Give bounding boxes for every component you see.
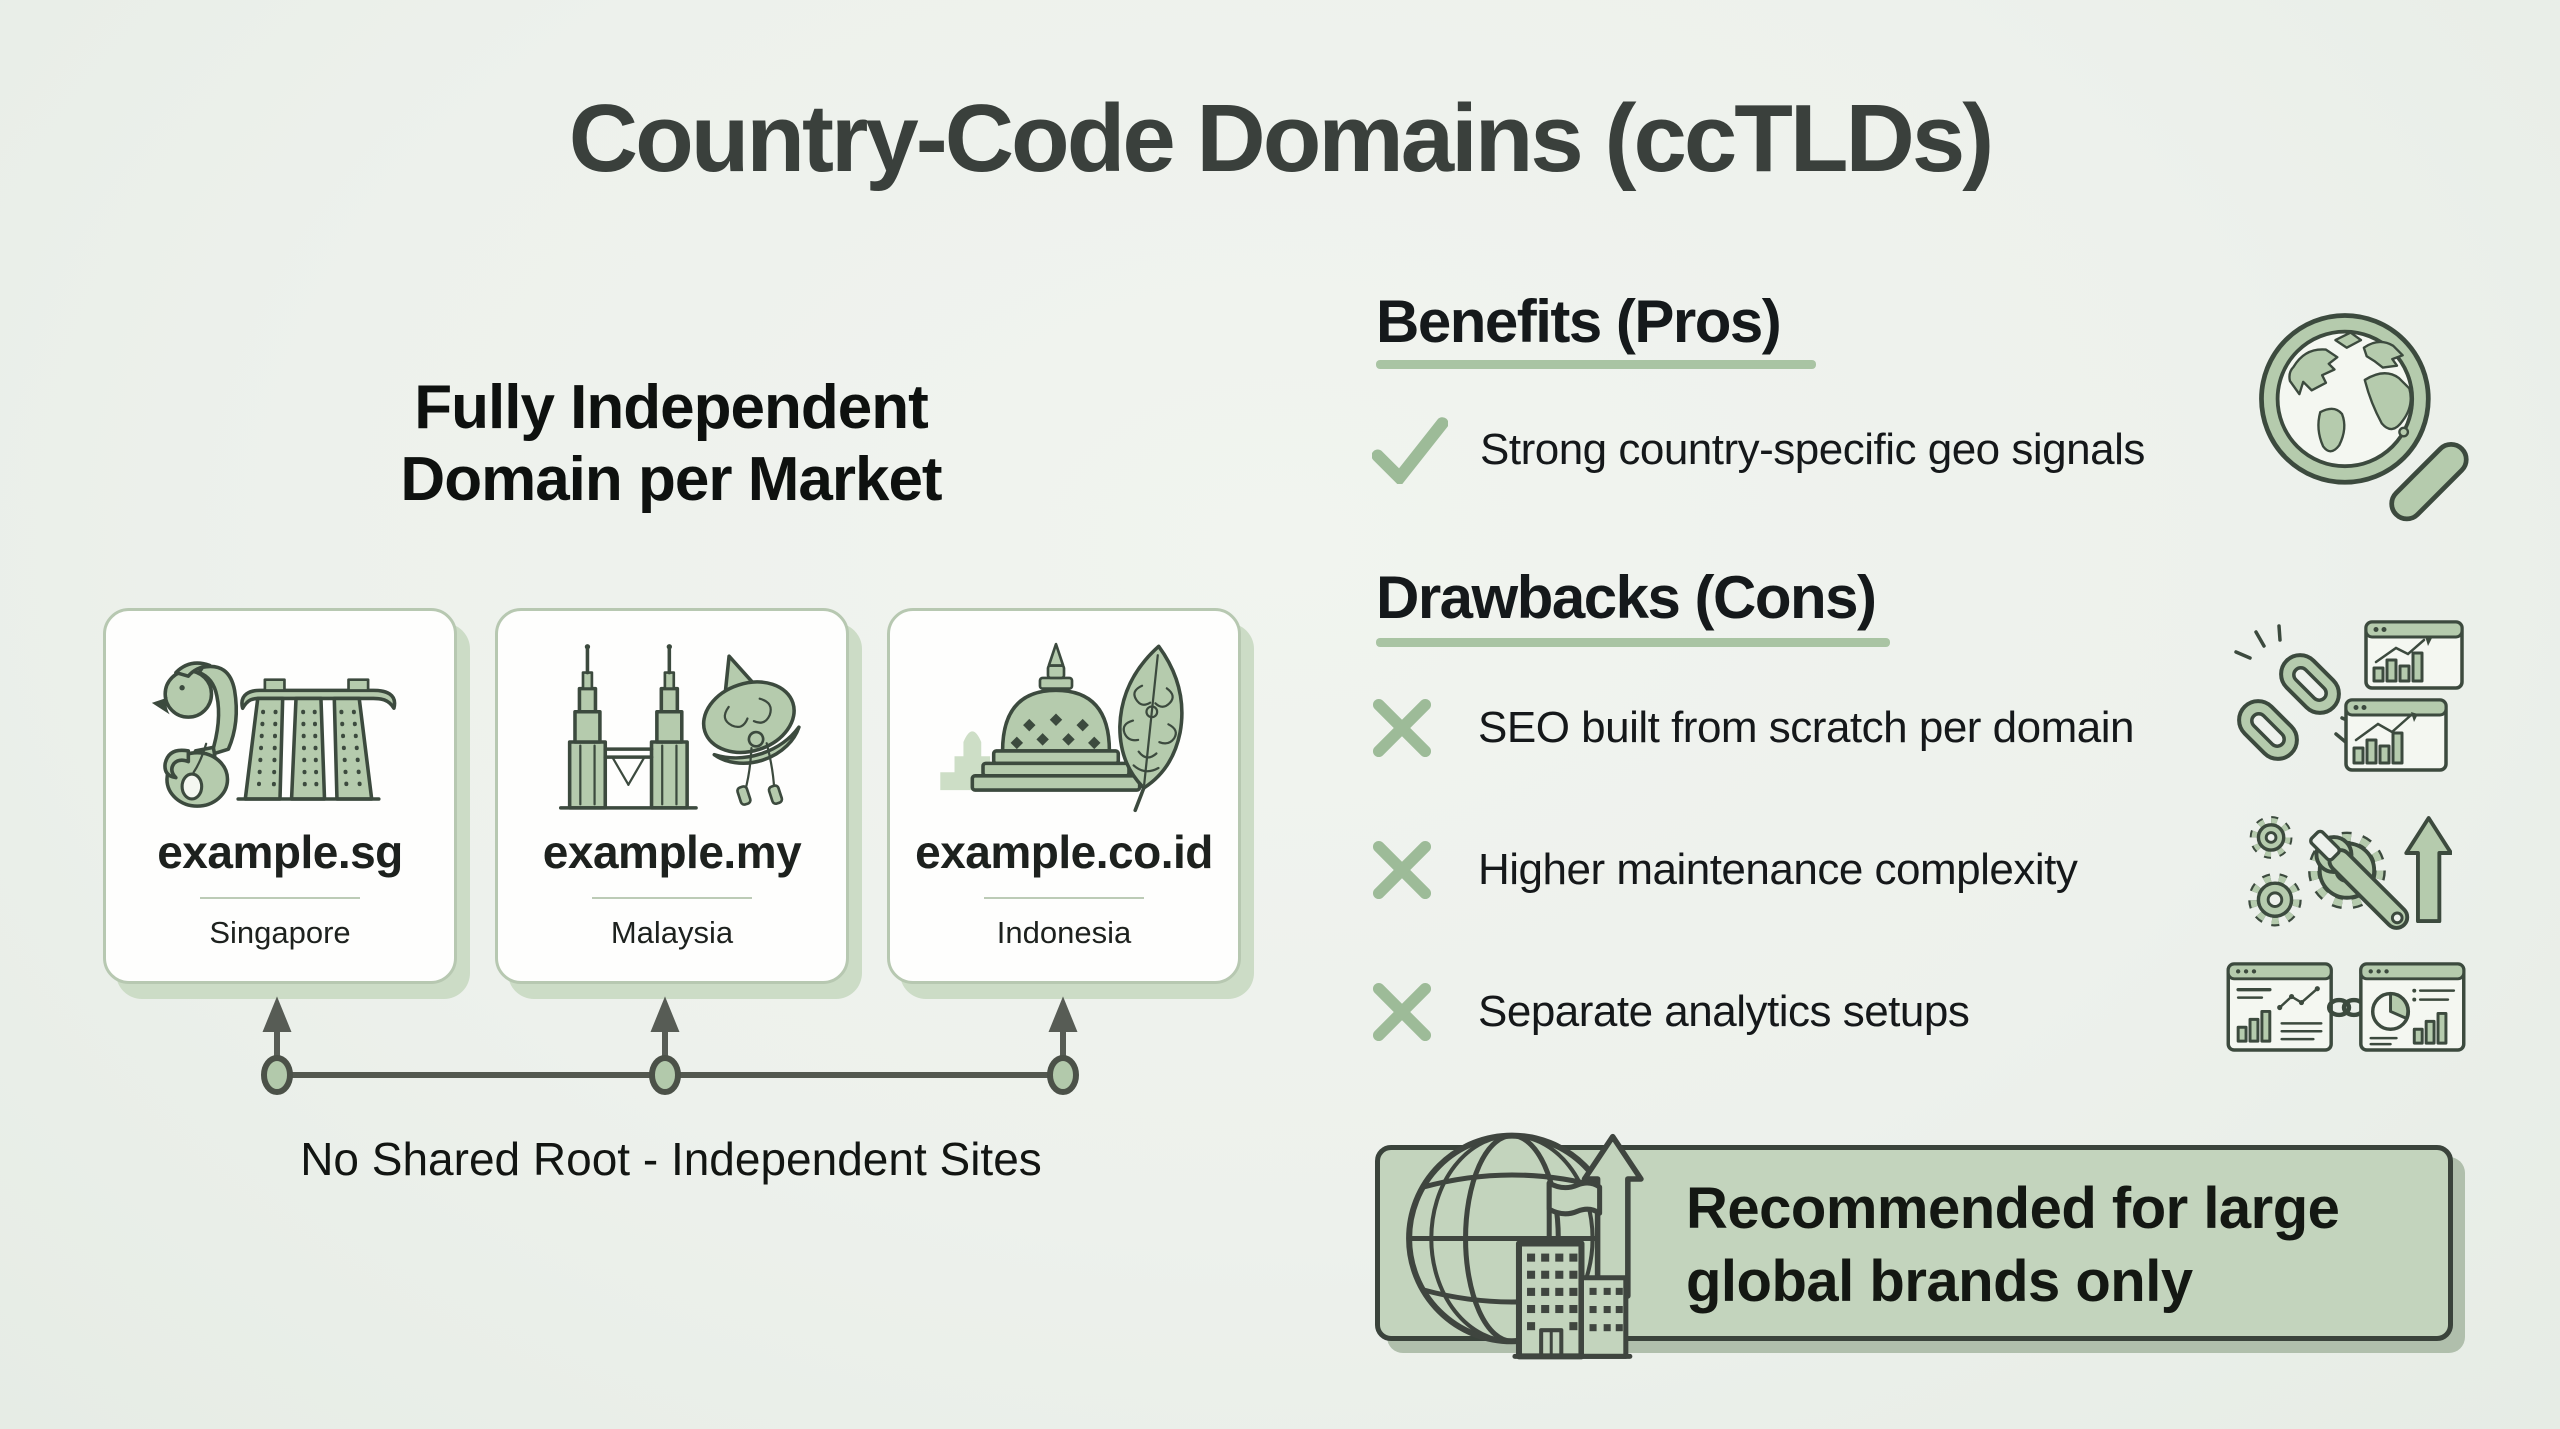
- drawback-item: Higher maintenance complexity: [1372, 840, 2078, 900]
- drawback-text: SEO built from scratch per domain: [1478, 703, 2134, 752]
- domain-label: example.co.id: [915, 826, 1213, 878]
- borobudur-gunungan-icon: [914, 637, 1214, 815]
- domain-card-indonesia: example.co.id Indonesia: [887, 608, 1241, 984]
- domain-label: example.sg: [157, 826, 403, 878]
- country-label: Indonesia: [996, 915, 1132, 950]
- globe-magnifier-icon: [2259, 313, 2469, 522]
- drawbacks-heading: Drawbacks (Cons): [1376, 564, 1877, 631]
- cross-icon: [1372, 840, 1432, 900]
- separate-analytics-windows-icon: [2226, 962, 2466, 1052]
- global-brand-globe-buildings-icon: [1406, 1132, 1644, 1360]
- benefit-text: Strong country-specific geo signals: [1480, 425, 2145, 474]
- domain-card-singapore: example.sg Singapore: [103, 608, 457, 984]
- broken-link-seo-charts-icon: [2234, 620, 2464, 772]
- drawbacks-underline: [1376, 638, 1890, 647]
- drawback-item: Separate analytics setups: [1372, 982, 1970, 1042]
- domain-cards-row: example.sg Singapore: [103, 608, 1241, 984]
- left-heading-line2: Domain per Market: [400, 444, 942, 514]
- petronas-towers-wau-kite-icon: [522, 637, 822, 815]
- benefits-heading: Benefits (Pros): [1376, 288, 1782, 355]
- no-shared-root-connector: [261, 996, 1079, 1095]
- country-label: Malaysia: [610, 915, 734, 950]
- connector-caption: No Shared Root - Independent Sites: [300, 1133, 1042, 1185]
- benefit-item: Strong country-specific geo signals: [1372, 415, 2145, 485]
- drawback-item: SEO built from scratch per domain: [1372, 698, 2134, 758]
- merlion-marina-bay-sands-icon: [130, 637, 430, 815]
- cross-icon: [1372, 698, 1432, 758]
- domain-card-malaysia: example.my Malaysia: [495, 608, 849, 984]
- check-icon: [1372, 417, 1448, 484]
- left-heading-line1: Fully Independent: [414, 373, 928, 442]
- drawback-text: Separate analytics setups: [1478, 987, 1970, 1036]
- divider: [592, 897, 752, 899]
- gears-wrench-growth-icon: [2248, 816, 2452, 930]
- country-label: Singapore: [209, 915, 351, 950]
- recommendation-text: Recommended for large global brands only: [1686, 1176, 2340, 1315]
- divider: [984, 897, 1144, 899]
- left-section-heading: Fully Independent Domain per Market: [171, 372, 1171, 516]
- domain-label: example.my: [542, 826, 802, 878]
- benefits-underline: [1376, 360, 1816, 369]
- divider: [200, 897, 360, 899]
- page-title: Country-Code Domains (ccTLDs): [568, 85, 1994, 192]
- drawback-text: Higher maintenance complexity: [1478, 845, 2078, 894]
- cross-icon: [1372, 982, 1432, 1042]
